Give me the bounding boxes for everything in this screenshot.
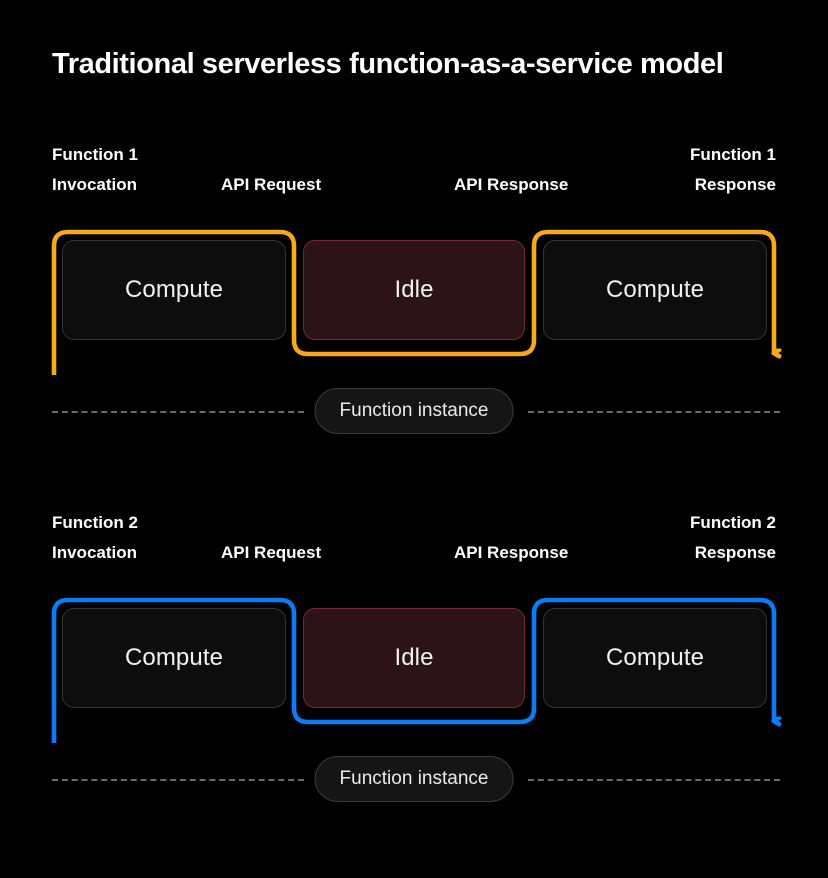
instance-dashed-line-left: [52, 779, 304, 781]
function-2-instance-pill[interactable]: Function instance: [314, 756, 514, 802]
page-title: Traditional serverless function-as-a-ser…: [52, 48, 724, 80]
function-2-api-request-label: API Request: [221, 543, 322, 562]
function-2-invocation-line2: Invocation: [52, 543, 138, 562]
function-1-compute-box-1[interactable]: Compute: [62, 240, 286, 340]
function-1-label-row: Function 1 Invocation API Request API Re…: [0, 140, 828, 198]
function-2-instance-divider: Function instance: [0, 756, 828, 804]
function-1-api-request-label: API Request: [221, 175, 322, 194]
function-1-timeline: Compute Idle Compute: [0, 225, 828, 380]
function-1-instance-divider: Function instance: [0, 388, 828, 436]
function-2-flow-path: [51, 597, 828, 743]
function-2-invocation-line1: Function 2: [52, 513, 138, 532]
function-1-response-label: Function 1 Response: [690, 140, 776, 200]
function-1-invocation-line2: Invocation: [52, 175, 138, 194]
function-1-response-line1: Function 1: [690, 145, 776, 164]
function-2-invocation-label: Function 2 Invocation: [52, 508, 138, 568]
function-2-response-line1: Function 2: [690, 513, 776, 532]
function-1-invocation-label: Function 1 Invocation: [52, 140, 138, 200]
function-2-compute-box-1[interactable]: Compute: [62, 608, 286, 708]
function-2-response-line2: Response: [694, 543, 776, 562]
function-1-instance-pill[interactable]: Function instance: [314, 388, 514, 434]
function-2-idle-box[interactable]: Idle: [303, 608, 525, 708]
function-1-response-line2: Response: [694, 175, 776, 194]
function-1-api-response-label: API Response: [454, 175, 569, 194]
function-1-invocation-line1: Function 1: [52, 145, 138, 164]
function-1-compute-box-2[interactable]: Compute: [543, 240, 767, 340]
function-2-timeline: Compute Idle Compute: [0, 593, 828, 748]
instance-dashed-line-left: [52, 411, 304, 413]
function-2-api-response-label: API Response: [454, 543, 569, 562]
instance-dashed-line-right: [528, 779, 780, 781]
function-2-compute-box-2[interactable]: Compute: [543, 608, 767, 708]
function-1-flow-path: [51, 229, 828, 375]
function-1-idle-box[interactable]: Idle: [303, 240, 525, 340]
function-2-response-label: Function 2 Response: [690, 508, 776, 568]
function-2-label-row: Function 2 Invocation API Request API Re…: [0, 508, 828, 566]
instance-dashed-line-right: [528, 411, 780, 413]
